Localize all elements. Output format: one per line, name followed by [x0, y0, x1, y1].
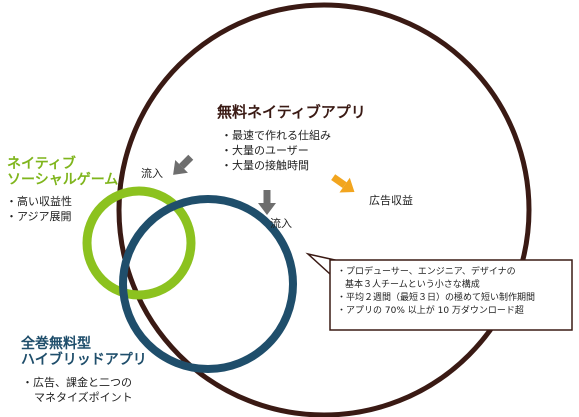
main-title: 無料ネイティブアプリ: [217, 103, 366, 121]
callout-box: [305, 252, 573, 331]
social-game-circle: [82, 186, 196, 300]
free-native-app-circle: [116, 2, 532, 417]
callout-line: 基本３人チームという小さな構成: [345, 280, 480, 290]
ad-revenue-arrow: [331, 174, 355, 193]
main-bullets: ・最速で作れる仕組み ・大量のユーザー ・大量の接触時間: [221, 128, 331, 173]
hybrid-app-bullets: ・広告、課金と二つの マネタイズポイント: [22, 375, 133, 405]
social-title-line: ネイティブ: [7, 156, 76, 172]
inflow-label-1: 流入: [141, 167, 163, 180]
hybrid-title-line: 全巻無料型: [21, 336, 91, 352]
social-game-bullets: ・高い収益性 ・アジア展開: [6, 194, 72, 224]
inflow-label-2: 流入: [270, 217, 292, 230]
social-bullet: ・アジア展開: [6, 210, 72, 223]
hybrid-bullet: ・広告、課金と二つの: [22, 376, 132, 389]
main-bullet: ・大量のユーザー: [221, 144, 309, 157]
ad-revenue-label: 広告収益: [369, 194, 413, 207]
inflow-arrow-1: [173, 154, 194, 175]
main-bullet: ・最速で作れる仕組み: [221, 129, 331, 142]
inflow-arrow-2: [258, 190, 276, 215]
social-title-line: ソーシャルゲーム: [7, 172, 119, 188]
callout-line: ・アプリの 70% 以上が 10 万ダウンロード超: [337, 306, 524, 316]
callout-line: ・平均２週間（最短３日）の極めて短い制作期間: [337, 293, 536, 303]
hybrid-title-line: ハイブリッドアプリ: [21, 352, 147, 368]
social-game-title: ネイティブ ソーシャルゲーム: [7, 156, 118, 188]
callout-line: ・プロデューサー、エンジニア、デザイナの: [337, 267, 516, 277]
hybrid-app-title: 全巻無料型 ハイブリッドアプリ: [21, 336, 147, 368]
hybrid-app-circle: [119, 195, 297, 373]
hybrid-bullet: マネタイズポイント: [34, 391, 133, 404]
social-bullet: ・高い収益性: [6, 195, 72, 208]
callout-text: ・プロデューサー、エンジニア、デザイナの 基本３人チームという小さな構成 ・平均…: [337, 266, 535, 318]
main-bullet: ・大量の接触時間: [221, 159, 309, 172]
